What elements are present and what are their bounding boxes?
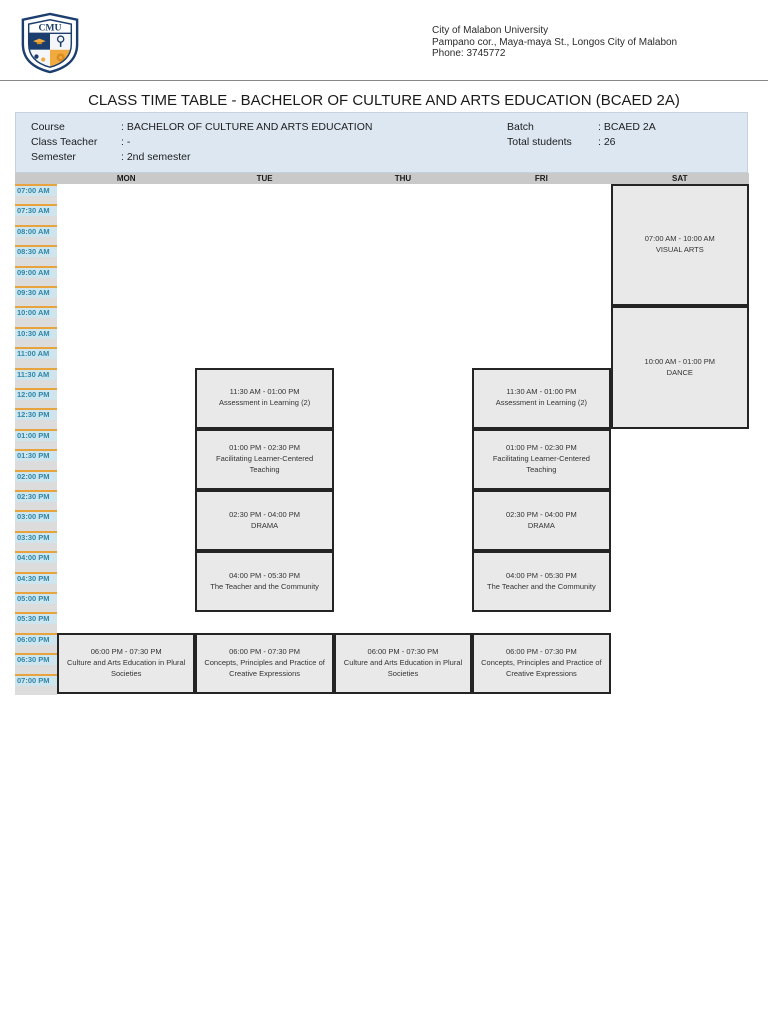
event-time: 06:00 PM - 07:30 PM	[90, 647, 162, 657]
class-teacher-value: : -	[121, 136, 131, 148]
event-time: 10:00 AM - 01:00 PM	[644, 356, 716, 366]
batch-value: : BCAED 2A	[598, 121, 656, 133]
university-info: City of Malabon University Pampano cor.,…	[432, 25, 677, 60]
time-label: 07:00 PM	[15, 673, 57, 686]
time-label: 01:30 PM	[15, 449, 57, 462]
event-time: 06:00 PM - 07:30 PM	[505, 647, 577, 657]
page-title: CLASS TIME TABLE - BACHELOR OF CULTURE A…	[88, 92, 680, 109]
university-logo-icon: CMU	[21, 12, 79, 74]
course-label: Course	[31, 121, 65, 133]
time-label: 08:00 AM	[15, 224, 57, 237]
event-time: 11:30 AM - 01:00 PM	[229, 387, 300, 397]
event-subject: Facilitating Learner-Centered Teaching	[492, 453, 590, 474]
event-subject: The Teacher and the Community	[487, 581, 596, 591]
day-header-fri: FRI	[534, 174, 548, 183]
event-subject: Culture and Arts Education in Plural Soc…	[66, 657, 186, 678]
time-label: 11:00 AM	[15, 347, 57, 360]
time-column: 07:00 AM 07:30 AM 08:00 AM 08:30 AM 09:00 AM…	[15, 184, 57, 695]
university-phone: Phone: 3745772	[432, 48, 506, 59]
time-label: 01:00 PM	[15, 428, 57, 441]
semester-value: : 2nd semester	[121, 151, 191, 163]
time-label: 10:00 AM	[15, 306, 57, 319]
event-time: 07:00 AM - 10:00 AM	[644, 234, 715, 244]
time-label: 09:00 AM	[15, 265, 57, 278]
event-time: 06:00 PM - 07:30 PM	[367, 647, 439, 657]
time-label: 04:00 PM	[15, 551, 57, 564]
time-label: 02:30 PM	[15, 490, 57, 502]
university-name: City of Malabon University	[432, 25, 549, 36]
day-header-corner	[15, 173, 57, 184]
day-header-thu: THU	[394, 174, 412, 183]
total-students-value: : 26	[598, 136, 616, 148]
event-subject: DRAMA	[251, 520, 279, 530]
event-subject: Facilitating Learner-Centered Teaching	[216, 453, 314, 474]
event-subject: DANCE	[666, 367, 693, 377]
event-subject: VISUAL ARTS	[655, 245, 704, 255]
event-time: 01:00 PM - 02:30 PM	[229, 443, 301, 453]
time-label: 09:30 AM	[15, 286, 57, 298]
time-label: 03:00 PM	[15, 510, 57, 523]
time-label: 10:30 AM	[15, 326, 57, 339]
time-label: 12:00 PM	[15, 388, 57, 400]
event-time: 02:30 PM - 04:00 PM	[505, 509, 577, 519]
event-time: 04:00 PM - 05:30 PM	[505, 570, 577, 580]
batch-label: Batch	[507, 121, 534, 133]
day-header-tue: TUE	[256, 174, 273, 183]
event-subject: Concepts, Principles and Practice of Cre…	[481, 657, 602, 678]
university-address: Pampano cor., Maya-maya St., Longos City…	[432, 36, 678, 48]
event-time: 04:00 PM - 05:30 PM	[229, 570, 301, 580]
event-subject: Concepts, Principles and Practice of Cre…	[204, 657, 325, 678]
class-teacher-label: Class Teacher	[31, 136, 98, 148]
time-label: 07:00 AM	[15, 184, 57, 196]
time-label: 03:30 PM	[15, 530, 57, 543]
time-label: 05:30 PM	[15, 612, 57, 625]
time-label: 06:30 PM	[15, 653, 57, 666]
day-header-sat: SAT	[672, 174, 688, 183]
time-label: 02:00 PM	[15, 469, 57, 482]
total-students-label: Total students	[507, 136, 572, 148]
time-label: 05:00 PM	[15, 592, 57, 604]
event-subject: DRAMA	[527, 520, 555, 530]
event-time: 02:30 PM - 04:00 PM	[229, 509, 301, 519]
event-subject: Assessment in Learning (2)	[495, 398, 588, 408]
course-value: : BACHELOR OF CULTURE AND ARTS EDUCATION	[121, 121, 373, 133]
time-label: 12:30 PM	[15, 408, 57, 421]
course-info-panel: Course : BACHELOR OF CULTURE AND ARTS ED…	[15, 112, 748, 173]
time-label: 08:30 AM	[15, 245, 57, 258]
time-label: 11:30 AM	[15, 367, 57, 380]
semester-label: Semester	[31, 151, 76, 163]
time-label: 07:30 AM	[15, 204, 57, 217]
time-label: 04:30 PM	[15, 571, 57, 584]
time-label: 06:00 PM	[15, 632, 57, 645]
day-header-row: MON TUE THU FRI SAT	[15, 173, 749, 184]
event-subject: The Teacher and the Community	[210, 581, 319, 591]
event-time: 11:30 AM - 01:00 PM	[506, 387, 577, 397]
event-time: 06:00 PM - 07:30 PM	[229, 647, 301, 657]
event-subject: Culture and Arts Education in Plural Soc…	[343, 657, 463, 678]
header-divider	[0, 80, 768, 81]
day-header-mon: MON	[116, 174, 136, 183]
event-subject: Assessment in Learning (2)	[218, 398, 311, 408]
logo-text: CMU	[38, 22, 61, 33]
event-time: 01:00 PM - 02:30 PM	[505, 443, 577, 453]
